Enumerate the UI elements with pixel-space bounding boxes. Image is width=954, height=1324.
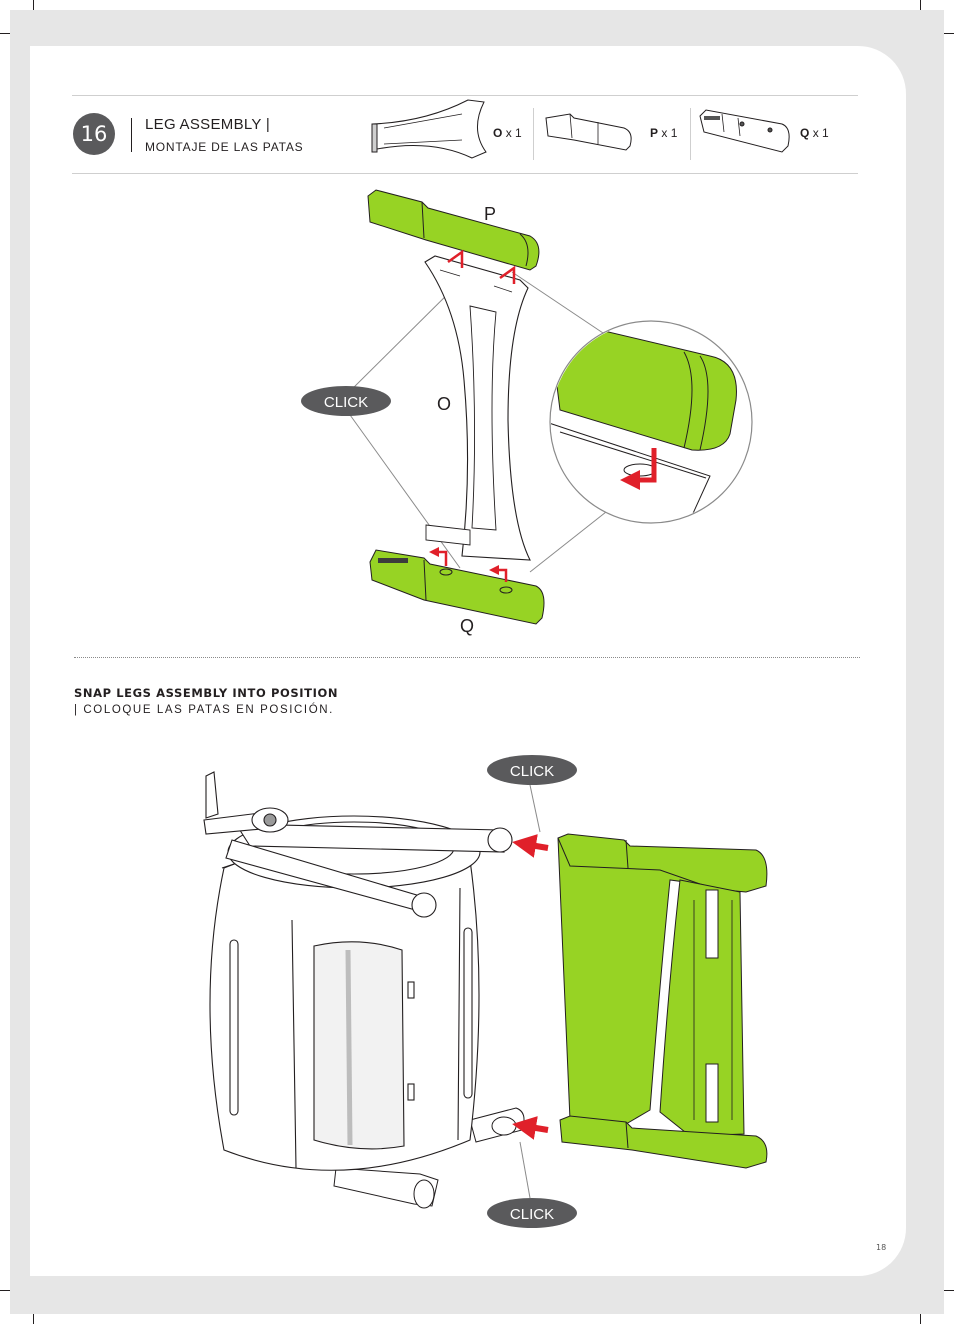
part-qty: x 1 — [505, 126, 522, 140]
step-title-sep: | — [265, 116, 271, 133]
part-qty: x 1 — [661, 126, 678, 140]
section-divider — [74, 657, 860, 658]
parts-divider — [690, 108, 691, 160]
part-o-thumbnail — [371, 99, 487, 159]
part-o-label: O x 1 — [493, 126, 522, 140]
step-divider — [131, 118, 132, 152]
header-bottom-rule — [72, 173, 858, 174]
click-callout: CLICK — [301, 386, 391, 416]
part-q-label: Q x 1 — [800, 126, 829, 140]
arrow-down-icon — [447, 249, 464, 268]
diagram-attach-legs: CLICK CLICK — [203, 755, 768, 1228]
step-title-es: MONTAJE DE LAS PATAS — [145, 140, 304, 154]
part-p-label: P x 1 — [650, 126, 677, 140]
instruction-es: | COLOQUE LAS PATAS EN POSICIÓN. — [74, 704, 334, 716]
label-part-q: Q — [460, 616, 474, 636]
part-letter: Q — [800, 126, 810, 140]
parts-divider — [533, 108, 534, 160]
crop-mark — [33, 1304, 34, 1324]
step-title: LEG ASSEMBLY | — [145, 116, 270, 133]
click-callout-top: CLICK — [487, 755, 577, 785]
callout-line — [511, 271, 607, 336]
step-number-badge: 16 — [73, 113, 115, 155]
zoom-detail-circle — [549, 320, 753, 524]
label-part-p: P — [484, 204, 496, 224]
arrow-up-icon — [429, 547, 448, 566]
page-number: 18 — [876, 1243, 887, 1252]
part-q-thumbnail — [699, 109, 790, 153]
callout-line — [529, 784, 541, 833]
callout-line — [529, 511, 607, 573]
crop-mark — [934, 1290, 954, 1291]
crop-mark — [920, 1304, 921, 1324]
header-top-rule — [72, 95, 858, 96]
callout-line — [339, 400, 461, 569]
click-label: CLICK — [510, 763, 554, 780]
arrow-down-icon — [499, 265, 516, 284]
step-title-en: LEG ASSEMBLY — [145, 116, 262, 133]
part-o-frame — [424, 255, 531, 561]
arrow-down-icon — [620, 448, 657, 490]
arrow-left-icon — [512, 1116, 549, 1140]
click-callout-bottom: CLICK — [487, 1198, 577, 1228]
arrow-up-icon — [489, 565, 508, 582]
part-p-green — [367, 189, 540, 271]
arrow-left-icon — [512, 834, 549, 858]
crop-mark — [934, 33, 954, 34]
click-label: CLICK — [324, 394, 368, 411]
part-letter: O — [493, 126, 503, 140]
click-label: CLICK — [510, 1206, 554, 1223]
rotary-barrel — [209, 841, 480, 1171]
part-q-green — [369, 549, 545, 625]
part-p-thumbnail — [545, 113, 632, 151]
part-qty: x 1 — [812, 126, 829, 140]
part-letter: P — [650, 126, 659, 140]
callout-line — [519, 1141, 531, 1199]
instruction-en: SNAP LEGS ASSEMBLY INTO POSITION — [74, 686, 339, 700]
leg-assembly-green — [557, 833, 768, 1169]
label-part-o: O — [437, 394, 451, 414]
barrel-lid — [203, 771, 513, 918]
diagram-leg-exploded: CLICK P O Q — [301, 189, 753, 636]
